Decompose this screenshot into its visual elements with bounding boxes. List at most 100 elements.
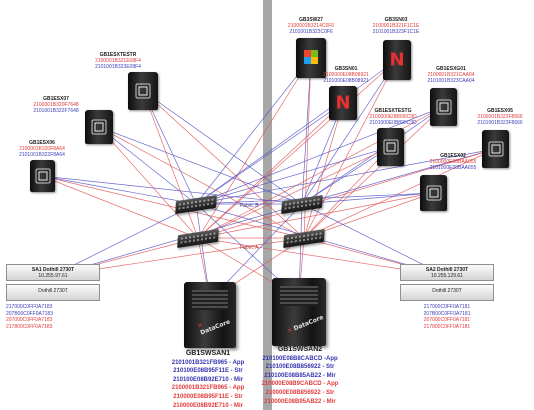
host-gb1esxtestr-server: [128, 72, 158, 110]
fabric-a-link: [41, 175, 305, 239]
host-wwn: 2101001B322F7648: [33, 108, 79, 114]
fabric-a-link: [142, 90, 199, 239]
fabric-b-link: [195, 106, 444, 205]
host-wwn: 2100000E08BAA655: [429, 159, 477, 165]
host-wwn: 2100000E0B895C9D: [369, 114, 417, 120]
fabric-b-link: [301, 192, 434, 205]
san-wwn: 210000E08B95F11E - Str: [173, 393, 243, 400]
host-wwn: 2100001B322F8666: [477, 114, 523, 120]
array-controller: SA2 Dothill 2730T 10.255.129.61: [400, 264, 494, 281]
fabric-b-link: [195, 59, 398, 205]
host-gb1esxtestg-server: [377, 128, 404, 166]
host-gb3sn03-server: N: [383, 40, 411, 80]
host-gb1esxg01-server: [430, 88, 457, 126]
fabric-b-link: [195, 102, 344, 205]
array-wwn: 207B00C0FF0A7183: [6, 310, 53, 317]
server-icon: [383, 139, 398, 155]
fabric-a-link: [142, 90, 305, 239]
host-gb1esxg01-label: GB1ESXG01 2100001B321CAA04 2101001B323CA…: [428, 66, 475, 84]
host-wwn: 2100001B321CAA04: [427, 72, 475, 78]
san-wwn: 2101001B321FB965 - App: [171, 359, 245, 366]
host-wwn: 2101001B322F8A64: [19, 152, 65, 158]
server-icon: [436, 99, 451, 115]
fabric-a-link: [197, 102, 344, 239]
san-wwn: 210000E08B856922 - Str: [265, 389, 335, 396]
array-name: SA2 Dothill 2730T: [425, 267, 469, 273]
san-wwn: 210100E08B856922 - Str: [265, 364, 335, 371]
host-wwn: 2100001B3214C0F6: [287, 23, 335, 29]
fabric-b-link: [142, 90, 303, 205]
host-name: GB3SW27: [299, 17, 323, 23]
drive-bay: [280, 286, 318, 306]
array-ip: 10.255.97.61: [38, 273, 68, 279]
drive-bay: [192, 290, 228, 310]
host-wwn: 2101001B323C0F6: [289, 29, 333, 35]
host-gb3sn01-label: GB3SN01 2100000E08B08921 2101000E08B0892…: [323, 66, 369, 84]
host-wwn: 2100000E08B08921: [323, 72, 369, 78]
fabric-a-link: [303, 148, 496, 239]
array-wwn: 217800C0FF0A7183: [6, 323, 53, 330]
san-wwn: 210100E08B95F11E - Str: [173, 368, 243, 375]
array-wwn-list: 217000C0FF0A7183 207B00C0FF0A7183 207000…: [6, 304, 100, 330]
fabric-b-link: [195, 148, 496, 205]
host-gb3sw27-label: GB3SW27 2100001B3214C0F6 2101001B323C0F6: [288, 17, 334, 35]
host-name: GB1ESX02: [440, 153, 466, 159]
array-wwn: 207000C0FF0A7183: [6, 317, 53, 323]
san-gb1swsan1-label: GB1SWSAN1 2101001B321FB965 - App 210100E…: [172, 350, 244, 410]
array-wwn: 207B00C0FF0A7181: [423, 310, 471, 317]
san-wwn: 210100E08B92E710 - Mir: [172, 376, 244, 383]
host-gb1esx07-label: GB1ESX07 2100001B320F7648 2101001B322F76…: [33, 96, 78, 114]
host-name: GB1ESX06: [29, 140, 55, 146]
fabric-a-link: [197, 57, 312, 239]
server-icon: [35, 168, 50, 184]
storage-array-sa1: SA1 Dothill 2730T 10.255.97.61 Dothill 2…: [6, 264, 100, 330]
array-wwn: 217000C0FF0A7183: [6, 304, 53, 310]
netware-logo-icon: N: [389, 49, 405, 71]
fabric-a-link: [303, 59, 398, 239]
windows-logo-icon: [304, 50, 318, 65]
array-wwn: 207000C0FF0A7181: [423, 317, 471, 323]
host-name: GB1ESXTESTG: [374, 108, 412, 114]
array-name: SA1 Dothill 2730T: [31, 267, 75, 273]
san-wwn: 2100001B321FB965 - App: [171, 385, 245, 392]
san-wwn: 210100E08B85AB22 - Mir: [264, 372, 336, 379]
fabric-b-link: [301, 59, 398, 205]
netware-logo-icon: N: [335, 92, 351, 114]
fabric-b-link: [195, 146, 391, 205]
host-gb1esx02-label: GB1ESX02 2100000E08BAA655 2101000E08BAA6…: [430, 153, 477, 171]
host-name: GB1ESX07: [43, 96, 69, 102]
array-ip: 10.255.129.61: [431, 273, 463, 279]
fabric-a-link: [98, 126, 199, 239]
host-wwn: 2101001B323F1C1E: [372, 29, 420, 35]
san-name: GB1SWSAN2: [277, 346, 323, 353]
array-shelf: Dothill 2730T: [400, 284, 494, 301]
host-gb1esx05-server: [482, 130, 509, 168]
fabric-b-link: [195, 57, 312, 205]
array-wwn: 217800C0FF0A7181: [423, 323, 471, 330]
fabric-a-link: [98, 126, 305, 239]
fabric-a-link: [197, 106, 444, 239]
host-gb3sn01-server: N: [329, 86, 357, 120]
fabric-b-link: [41, 175, 197, 205]
host-name: GB3SN03: [384, 17, 408, 23]
fabric-a-link: [197, 59, 398, 239]
host-name: GB1ESXTESTR: [99, 52, 137, 58]
server-icon: [488, 141, 503, 157]
host-gb1esx06-label: GB1ESX06 2100001B320F8A64 2101001B322F8A…: [19, 140, 65, 158]
host-wwn: 2100001B321F1C1E: [372, 23, 420, 29]
san-server-gb1swsan1: ✕ DataCore: [184, 282, 236, 348]
server-icon: [91, 119, 107, 135]
fabric-a-link: [197, 146, 391, 239]
datacore-logo: ✕ DataCore: [286, 314, 325, 335]
array-wwn: 217000C0FF0A7181: [423, 304, 471, 310]
host-wwn: 2100001B320F7648: [33, 102, 79, 108]
fabric-a-link: [303, 57, 312, 239]
host-wwn: 2101000E0B895C9D: [369, 120, 417, 126]
host-gb1esx06-server: [30, 160, 55, 192]
san-server-gb1swsan2: ✕ DataCore: [272, 278, 326, 346]
san-wwn: 210000E08B9CABCD - App: [261, 381, 339, 388]
array-controller: SA1 Dothill 2730T 10.255.97.61: [6, 264, 100, 281]
server-icon: [426, 185, 441, 201]
san-wwn: 210000E08B95AB22 - Mir: [264, 398, 336, 405]
host-gb1esxtestg-label: GB1ESXTESTG 2100000E0B895C9D 2101000E0B8…: [369, 108, 416, 126]
